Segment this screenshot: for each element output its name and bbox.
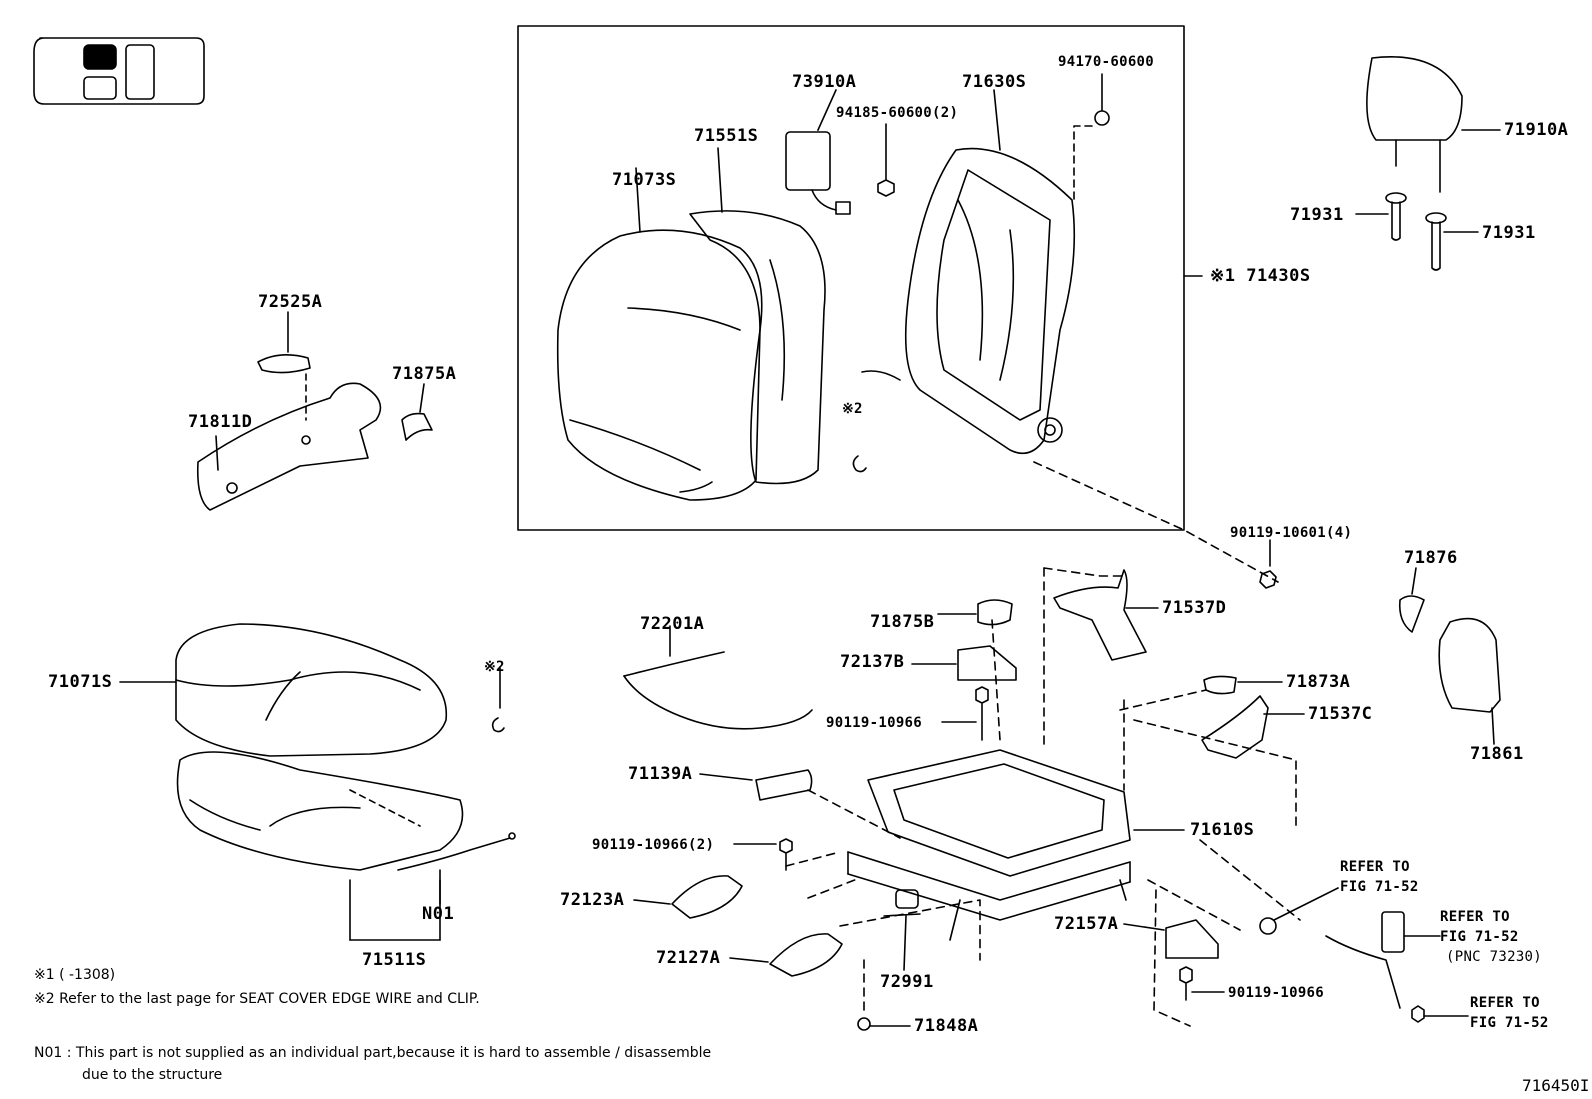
label-71071S: 71071S <box>48 672 113 692</box>
cover-71875B <box>937 599 1013 626</box>
seatback-frame-71630S <box>861 89 1076 455</box>
label-72137B: 72137B <box>840 652 905 672</box>
note-2: ※2 Refer to the last page for SEAT COVER… <box>34 991 480 1007</box>
cover-72127A <box>729 933 843 977</box>
refer-1-line1: REFER TO <box>1340 859 1410 875</box>
seat-frame-71610S <box>847 749 1185 941</box>
label-71551S: 71551S <box>694 126 759 146</box>
label-71910A: 71910A <box>1504 120 1569 140</box>
label-71876: 71876 <box>1404 548 1458 568</box>
headrest-guide-71931-left <box>1355 192 1407 241</box>
seat-cushion-cover-71071S <box>119 623 448 757</box>
seat-belt-buckle-icon <box>1259 887 1469 1023</box>
harness-N01 <box>349 789 516 905</box>
label-72201A: 72201A <box>640 614 705 634</box>
label-94185-60600: 94185-60600(2) <box>836 105 959 121</box>
cover-71876 <box>1398 567 1425 633</box>
bolt-90119-10601 <box>1259 539 1277 589</box>
refer-3-line2: FIG 71-52 <box>1470 1015 1549 1031</box>
label-72525A: 72525A <box>258 292 323 312</box>
label-71511S: 71511S <box>362 950 427 970</box>
label-71873A: 71873A <box>1286 672 1351 692</box>
label-note2-b: ※2 <box>484 659 505 675</box>
bracket-71537C <box>1201 695 1305 759</box>
cover-71875A <box>401 383 433 441</box>
bolt-90119-10966-2 <box>733 838 793 871</box>
label-94170-60600: 94170-60600 <box>1058 54 1155 70</box>
label-71861: 71861 <box>1470 744 1524 764</box>
label-71073S: 71073S <box>612 170 677 190</box>
seatback-assembly-box <box>517 25 1185 531</box>
label-90119-10601: 90119-10601(4) <box>1230 525 1353 541</box>
clip-94170 <box>1073 73 1110 201</box>
headrest-71910A <box>1366 56 1501 193</box>
label-71875B: 71875B <box>870 612 935 632</box>
side-shield-71811D <box>196 382 382 511</box>
nut-94185 <box>877 123 895 197</box>
label-71630S: 71630S <box>962 72 1027 92</box>
label-90119-10966-c: 90119-10966 <box>1228 985 1325 1001</box>
seatback-cover-71073S <box>556 167 763 501</box>
note-N01: N01 : This part is not supplied as an in… <box>34 1045 712 1061</box>
note-1: ※1 ( -1308) <box>34 967 116 983</box>
label-72157A: 72157A <box>1054 914 1119 934</box>
bracket-72157A <box>1123 919 1225 1001</box>
edge-clip-icon <box>852 455 867 473</box>
label-90119-10966-a: 90119-10966 <box>826 715 923 731</box>
refer-2-line1: REFER TO <box>1440 909 1510 925</box>
label-71931-left: 71931 <box>1290 205 1344 225</box>
wire-72201A <box>623 675 813 730</box>
label-71430S: ※1 71430S <box>1210 266 1311 286</box>
refer-3-line1: REFER TO <box>1470 995 1540 1011</box>
label-71139A: 71139A <box>628 764 693 784</box>
diagram-code: 716450I <box>1522 1076 1590 1095</box>
seatback-pad-71551S <box>689 147 826 485</box>
headrest-guide-71931-right <box>1425 212 1479 271</box>
label-71537D: 71537D <box>1162 598 1227 618</box>
seat-cushion-pad-71511S <box>176 751 464 941</box>
label-90119-10966-2: 90119-10966(2) <box>592 837 715 853</box>
label-71811D: 71811D <box>188 412 253 432</box>
seat-position-indicator-icon <box>33 37 205 105</box>
refer-2-line2: FIG 71-52 <box>1440 929 1519 945</box>
cover-71873A <box>1203 675 1283 695</box>
label-73910A: 73910A <box>792 72 857 92</box>
cover-71139A <box>699 769 813 801</box>
cover-72123A <box>633 875 743 919</box>
cover-71861 <box>1438 617 1501 745</box>
label-72127A: 72127A <box>656 948 721 968</box>
label-71537C: 71537C <box>1308 704 1373 724</box>
label-71848A: 71848A <box>914 1016 979 1036</box>
refer-2-line3: (PNC 73230) <box>1446 949 1543 965</box>
label-71610S: 71610S <box>1190 820 1255 840</box>
clip-71848A <box>857 1017 911 1031</box>
label-72991: 72991 <box>880 972 934 992</box>
bracket-71537D <box>1053 569 1159 661</box>
assembly-leaders <box>785 567 1301 1027</box>
cover-72525A <box>257 311 311 421</box>
side-airbag-73910A <box>785 89 851 215</box>
label-71931-right: 71931 <box>1482 223 1536 243</box>
label-note2-a: ※2 <box>842 401 863 417</box>
label-71875A: 71875A <box>392 364 457 384</box>
bracket-72137B <box>911 645 1017 741</box>
label-N01: N01 <box>422 904 455 924</box>
note-N01-cont: due to the structure <box>82 1067 223 1083</box>
label-72123A: 72123A <box>560 890 625 910</box>
edge-clip-icon-2 <box>491 717 505 733</box>
refer-1-line2: FIG 71-52 <box>1340 879 1419 895</box>
sensor-72991 <box>883 889 921 971</box>
